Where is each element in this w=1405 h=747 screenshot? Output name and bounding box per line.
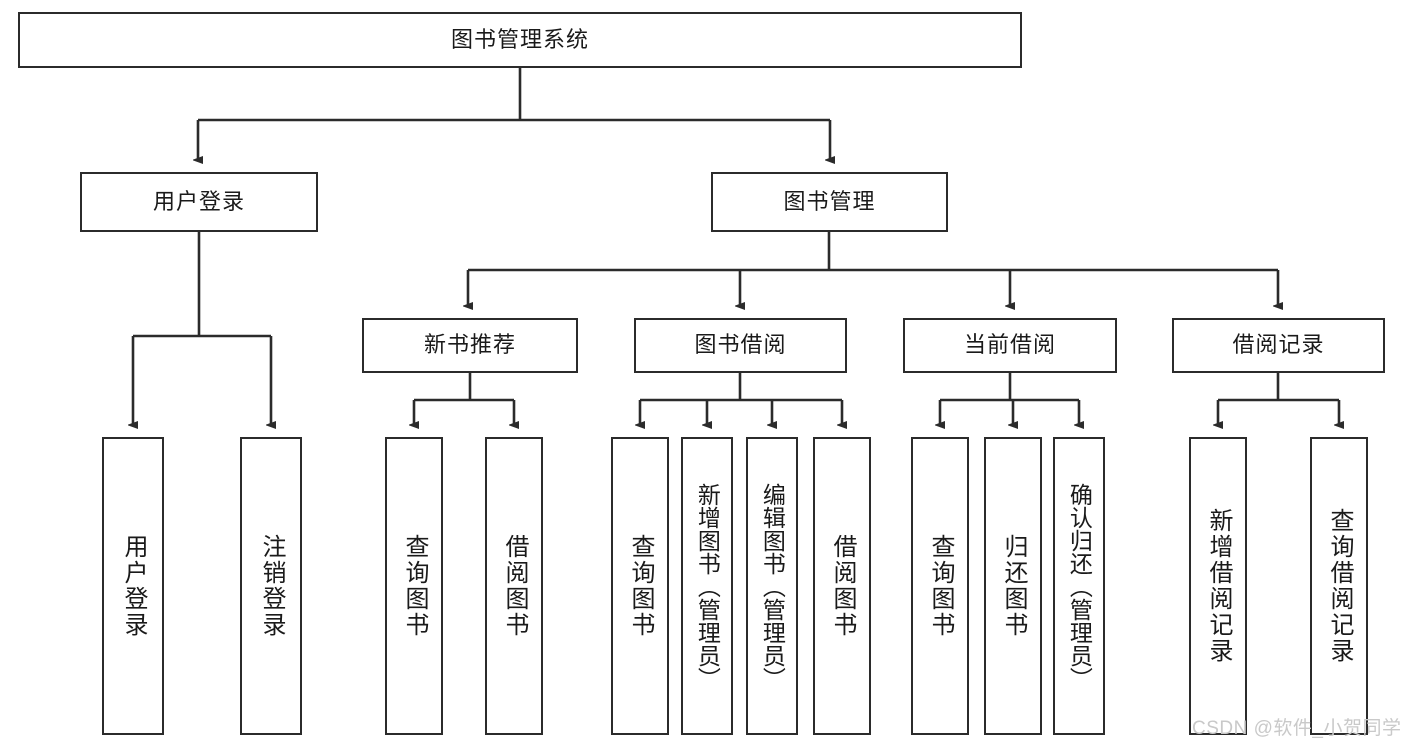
csdn-watermark: CSDN @软件_小贺同学	[1192, 718, 1402, 739]
node-leaf-query-book-3-label: 查询图书	[927, 534, 954, 638]
node-leaf-return-book[interactable]: 归还图书	[984, 437, 1042, 735]
node-leaf-query-book-2[interactable]: 查询图书	[611, 437, 669, 735]
node-leaf-edit-book-label: 编辑图书（管理员）	[759, 482, 786, 690]
node-new-book-recommend[interactable]: 新书推荐	[362, 318, 578, 373]
node-book-manage-label: 图书管理	[783, 188, 876, 214]
node-leaf-user-login[interactable]: 用户登录	[102, 437, 164, 735]
node-leaf-query-book-1[interactable]: 查询图书	[385, 437, 443, 735]
node-leaf-query-record[interactable]: 查询借阅记录	[1310, 437, 1368, 735]
node-current-borrow[interactable]: 当前借阅	[903, 318, 1117, 373]
node-borrow-record[interactable]: 借阅记录	[1172, 318, 1385, 373]
node-leaf-add-record-label: 新增借阅记录	[1205, 508, 1232, 664]
node-current-borrow-label: 当前借阅	[963, 332, 1056, 358]
node-leaf-query-record-label: 查询借阅记录	[1326, 508, 1353, 664]
node-leaf-add-book-label: 新增图书（管理员）	[694, 482, 721, 690]
node-leaf-query-book-2-label: 查询图书	[627, 534, 654, 638]
node-user-login[interactable]: 用户登录	[80, 172, 318, 232]
node-leaf-borrow-book-1[interactable]: 借阅图书	[485, 437, 543, 735]
node-leaf-add-book[interactable]: 新增图书（管理员）	[681, 437, 733, 735]
node-root-system[interactable]: 图书管理系统	[18, 12, 1022, 68]
node-leaf-return-book-label: 归还图书	[1000, 534, 1027, 638]
node-leaf-edit-book[interactable]: 编辑图书（管理员）	[746, 437, 798, 735]
node-leaf-add-record[interactable]: 新增借阅记录	[1189, 437, 1247, 735]
node-new-book-recommend-label: 新书推荐	[423, 332, 516, 358]
node-leaf-logout[interactable]: 注销登录	[240, 437, 302, 735]
node-user-login-label: 用户登录	[152, 188, 245, 214]
node-book-manage[interactable]: 图书管理	[711, 172, 948, 232]
node-leaf-confirm-return-label: 确认归还（管理员）	[1066, 482, 1093, 690]
node-book-borrow-label: 图书借阅	[694, 332, 787, 358]
node-leaf-confirm-return[interactable]: 确认归还（管理员）	[1053, 437, 1105, 735]
node-borrow-record-label: 借阅记录	[1232, 332, 1325, 358]
node-leaf-query-book-1-label: 查询图书	[401, 534, 428, 638]
node-leaf-user-login-label: 用户登录	[120, 534, 147, 638]
node-leaf-borrow-book-1-label: 借阅图书	[501, 534, 528, 638]
node-book-borrow[interactable]: 图书借阅	[634, 318, 847, 373]
node-leaf-logout-label: 注销登录	[258, 534, 285, 638]
node-root-system-label: 图书管理系统	[450, 26, 589, 52]
node-leaf-borrow-book-2-label: 借阅图书	[829, 534, 856, 638]
node-leaf-query-book-3[interactable]: 查询图书	[911, 437, 969, 735]
node-leaf-borrow-book-2[interactable]: 借阅图书	[813, 437, 871, 735]
